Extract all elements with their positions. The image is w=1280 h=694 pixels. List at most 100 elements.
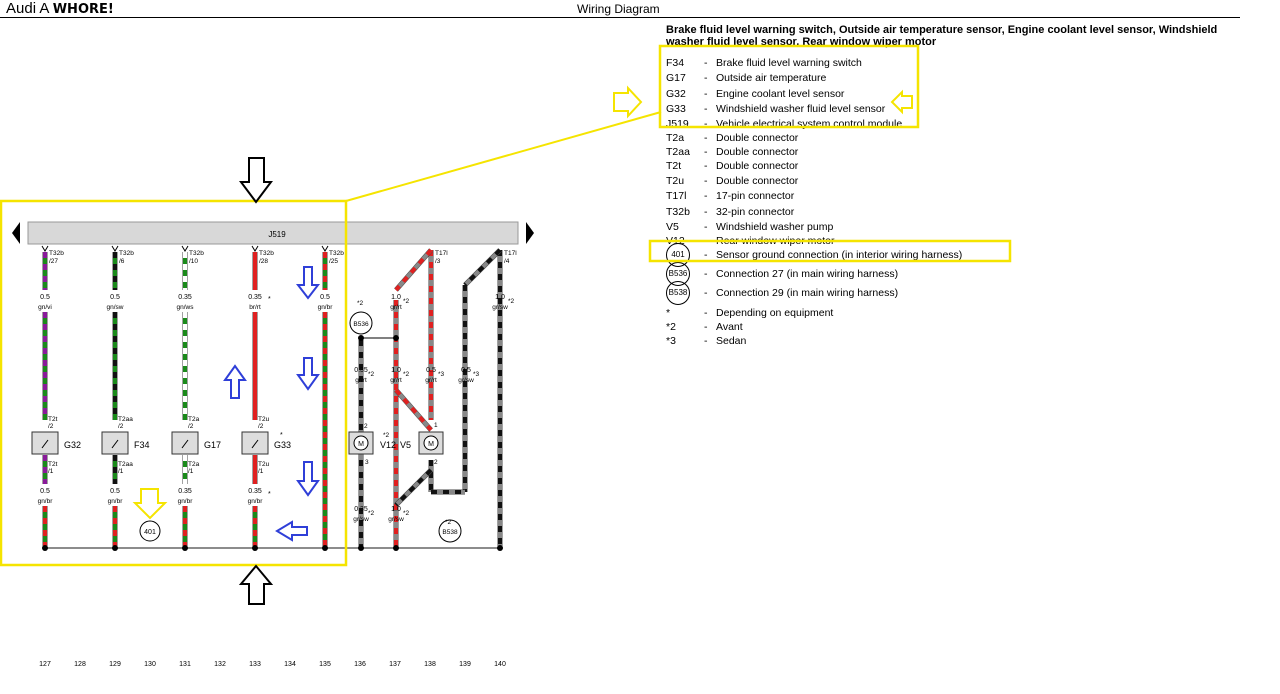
ground-node (112, 545, 118, 551)
b538-label: B538 (442, 529, 458, 536)
note: *2 (403, 298, 410, 305)
wire-gauge: 0.5 (110, 294, 120, 301)
note: *2 (368, 371, 375, 378)
wire-color: gr/rt (390, 304, 402, 311)
column-number: 134 (284, 661, 296, 668)
b538-symbol (438, 519, 462, 543)
wire-gauge-lower: 0.5 (110, 488, 120, 495)
wire-color: gr/rt (355, 377, 367, 384)
connector-top-pin: /2 (258, 423, 264, 430)
legend-dash: - (704, 57, 708, 69)
wire-note: * (268, 296, 271, 303)
arrow-down-icon (295, 266, 321, 300)
pin-label: T32b (259, 250, 274, 257)
pin-arrow (111, 245, 119, 252)
note: *2 (508, 298, 515, 305)
wire-color: gr/rt (390, 377, 402, 384)
arrow-up-icon (238, 564, 274, 605)
ground-401-symbol (139, 520, 161, 542)
gauge: 1.0 (391, 367, 401, 374)
wire-color-lower: gn/br (38, 498, 54, 505)
legend-description: Double connector (716, 175, 799, 187)
arrow-left-icon (275, 520, 308, 542)
legend-dash: - (704, 221, 708, 233)
gauge: 0.5 (426, 367, 436, 374)
legend-dash: - (704, 249, 708, 261)
wire-color: gr/sw (458, 377, 474, 384)
junction-node (393, 335, 399, 341)
wire-gauge: 0.5 (320, 294, 330, 301)
component-symbol (181, 439, 189, 449)
component-symbol (251, 439, 259, 449)
connector-bottom-label: T2u (258, 461, 270, 468)
legend-code: G33 (666, 103, 686, 115)
connector-top-pin: /2 (118, 423, 124, 430)
connector-bottom-pin: /1 (258, 468, 264, 475)
document-brand: Audi A WHORE! (6, 0, 114, 17)
legend-description: Outside air temperature (716, 72, 827, 84)
wire-color: br/rt (249, 304, 261, 311)
connector-bottom-label: T2t (48, 461, 58, 468)
connector-bottom-pin: /1 (48, 468, 54, 475)
pin-arrow (321, 245, 329, 252)
legend-code: G32 (666, 88, 686, 100)
legend-code: T2u (666, 175, 685, 187)
ground-node (252, 545, 258, 551)
legend-dash: - (704, 146, 708, 158)
column-number: 128 (74, 661, 86, 668)
ground-node (358, 545, 364, 551)
pin-number: /28 (259, 258, 268, 265)
column-number: 131 (179, 661, 191, 668)
connector-top-label: T2aa (118, 416, 133, 423)
note: *2 (368, 510, 375, 517)
legend-description: Double connector (716, 146, 799, 158)
legend-dash: - (704, 175, 708, 187)
legend-description: 32-pin connector (716, 206, 795, 218)
legend-description: Windshield washer fluid level sensor (716, 103, 886, 115)
component-box (101, 431, 129, 455)
legend-dash: - (704, 72, 708, 84)
connector-top-pin: /2 (188, 423, 194, 430)
right-continue-arrow (526, 222, 534, 244)
wire-color-lower: gn/br (108, 498, 124, 505)
legend-code: T2aa (666, 146, 690, 158)
ground-401-label: 401 (144, 529, 156, 536)
gauge: 1.0 (391, 506, 401, 513)
arrow-up-icon (223, 364, 247, 399)
connector-bottom-label: T2aa (118, 461, 133, 468)
legend-code: F34 (666, 57, 685, 69)
wire-gauge: 0.35 (248, 294, 262, 301)
header-divider (0, 17, 1240, 18)
legend-dash: - (704, 160, 708, 172)
connector-bottom-pin: /1 (118, 468, 124, 475)
page-title: Wiring Diagram (577, 2, 660, 16)
legend-description: Sedan (716, 335, 747, 347)
b536-symbol (349, 311, 373, 335)
note: *3 (438, 371, 445, 378)
v12-label: V12 (380, 440, 396, 450)
wire-gauge-lower: 0.5 (40, 488, 50, 495)
pin-number: /10 (189, 258, 198, 265)
legend-code: V5 (666, 221, 679, 233)
v5-motor-symbol (423, 435, 439, 451)
pin-arrow (41, 245, 49, 252)
component-box (171, 431, 199, 455)
pin-number: 2 (434, 459, 438, 466)
legend-code: T17l (666, 190, 687, 202)
wire-gauge-lower: 0.35 (248, 488, 262, 495)
ground-node (497, 545, 503, 551)
legend-dash: - (704, 132, 708, 144)
legend-description: Windshield washer pump (716, 221, 834, 233)
legend-dash: - (704, 103, 708, 115)
highlight-box-401 (648, 239, 1012, 263)
v12-motor-symbol (353, 435, 369, 451)
legend-dash: - (704, 307, 708, 319)
column-number: 129 (109, 661, 121, 668)
legend-dash: - (704, 321, 708, 333)
gauge: 0.35 (354, 367, 368, 374)
highlight-box-j519 (0, 199, 348, 567)
pin-number: /6 (119, 258, 125, 265)
wire-color: gr/sw (388, 516, 404, 523)
component-box (241, 431, 269, 455)
